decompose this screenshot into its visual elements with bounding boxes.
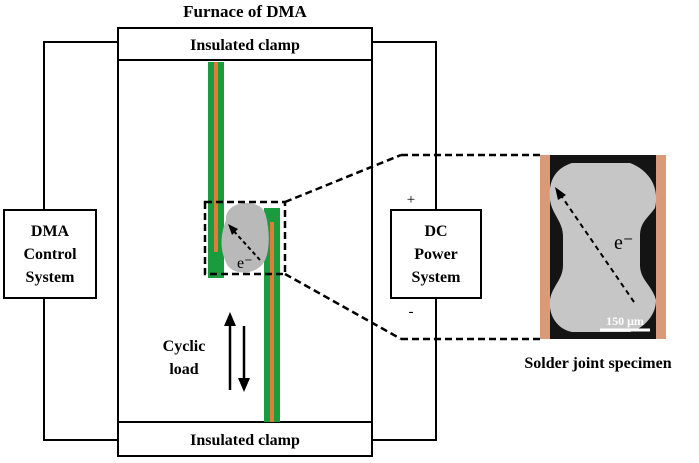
electron-label-small: e⁻ <box>237 255 253 272</box>
cyclic-load-label-line1: Cyclic <box>163 338 206 355</box>
dma-label-line2: Control <box>23 246 77 263</box>
dc-wire-top <box>372 41 437 210</box>
solder-joint-micrograph: e⁻ 150 μm <box>540 155 666 339</box>
zoom-line-bottom <box>284 272 402 341</box>
lower-copper-strip <box>264 208 280 422</box>
dc-wire-bottom <box>372 298 437 441</box>
negative-terminal: - <box>409 304 414 320</box>
electron-arrowhead <box>228 224 238 235</box>
top-clamp-label: Insulated clamp <box>190 37 300 54</box>
electron-flow-arrow <box>230 227 261 261</box>
zoom-region-box <box>203 200 287 276</box>
micrograph-solder <box>549 163 657 332</box>
specimen-caption: Solder joint specimen <box>524 355 671 372</box>
dma-label-line1: DMA <box>31 223 70 240</box>
top-insulated-clamp: Insulated clamp <box>117 27 373 61</box>
solder-joint <box>221 202 269 273</box>
dc-label-line1: DC <box>424 223 447 240</box>
cyclic-load-arrows <box>224 312 250 392</box>
upper-copper-strip <box>208 62 224 278</box>
scale-bar-label: 150 μm <box>606 314 644 328</box>
zoom-line-top <box>284 153 402 204</box>
bottom-insulated-clamp: Insulated clamp <box>117 421 373 457</box>
dma-label-line3: System <box>26 269 76 286</box>
dc-label-line3: System <box>412 269 462 286</box>
micrograph-left-copper <box>540 155 550 339</box>
dma-wire-bottom <box>43 298 118 441</box>
dma-control-system-box: DMA Control System <box>3 209 97 299</box>
positive-terminal: + <box>407 192 415 208</box>
cyclic-load-label-line2: load <box>169 361 198 378</box>
micrograph-electron-label: e⁻ <box>614 232 633 254</box>
micrograph-right-copper <box>656 155 666 339</box>
micrograph-electron-arrow <box>559 193 635 303</box>
furnace-title: Furnace of DMA <box>183 2 307 21</box>
micrograph-arrowhead <box>555 187 566 200</box>
bottom-clamp-label: Insulated clamp <box>190 432 300 449</box>
dc-power-system-box: DC Power System <box>390 209 482 299</box>
dma-wire-top <box>43 41 118 210</box>
dc-label-line2: Power <box>414 246 458 263</box>
